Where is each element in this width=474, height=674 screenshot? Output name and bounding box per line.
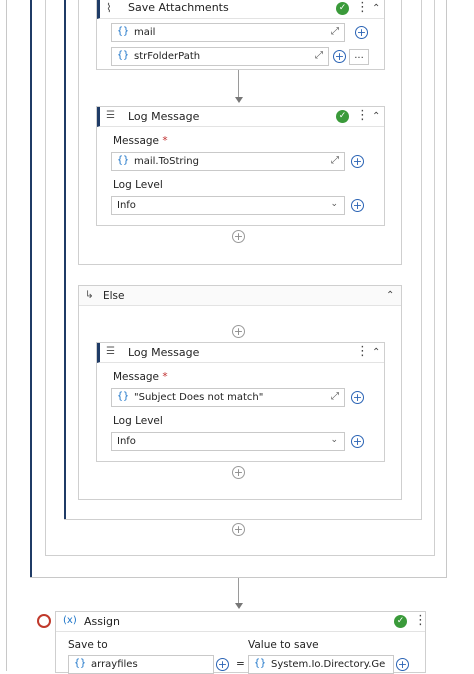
save-attachments-activity[interactable]: ⌇ Save Attachments ✓ ⋮ ⌃ {} mail ⤢ + {} … (96, 0, 385, 70)
valid-check-icon: ✓ (336, 110, 349, 123)
if-scope-bottom (64, 519, 422, 520)
collapse-icon[interactable]: ⌃ (372, 111, 381, 122)
activity-title: Log Message (128, 110, 200, 123)
expression-braces-icon: {} (117, 50, 130, 61)
plus-icon[interactable]: + (351, 199, 364, 212)
kebab-menu-icon[interactable]: ⋮ (356, 0, 369, 15)
then-branch-frame (78, 0, 402, 265)
outer-right-border (446, 0, 447, 578)
expression-braces-icon: {} (74, 658, 87, 669)
paperclip-icon: ⌇ (106, 1, 112, 15)
save-to-field[interactable]: {} arrayfiles (68, 655, 214, 674)
collapse-icon[interactable]: ⌃ (372, 3, 381, 14)
message-field[interactable]: {} "Subject Does not match" ⤢ (111, 388, 345, 407)
else-header[interactable]: ↳ Else ⌃ (79, 286, 401, 306)
assign-activity[interactable]: (x) Assign ✓ ⋮ Save to Value to save {} … (55, 611, 427, 674)
log-message-icon: ☰ (106, 110, 115, 121)
kebab-menu-icon[interactable]: ⋮ (356, 108, 369, 123)
selected-sequence-indicator (30, 0, 32, 578)
add-activity-icon[interactable]: + (232, 230, 245, 243)
outer-container-border (6, 0, 7, 671)
equals-sign: = (236, 658, 245, 670)
inner-sequence-frame (45, 0, 435, 556)
flow-connector (238, 578, 239, 604)
expression-braces-icon: {} (117, 391, 130, 402)
variable-icon: (x) (63, 615, 77, 626)
collapse-icon[interactable]: ⌃ (372, 347, 381, 358)
chevron-down-icon: ⌄ (330, 435, 338, 445)
breakpoint-icon[interactable] (37, 614, 51, 628)
mail-field[interactable]: {} mail ⤢ (111, 23, 345, 42)
folder-path-field[interactable]: {} strFolderPath ⤢ (111, 47, 329, 66)
log-message-header[interactable]: ☰ Log Message ✓ ⋮ ⌃ (97, 107, 384, 127)
value-to-save-label: Value to save (248, 639, 319, 651)
expand-editor-icon[interactable]: ⤢ (315, 50, 323, 61)
message-field[interactable]: {} mail.ToString ⤢ (111, 152, 345, 171)
log-message-header[interactable]: ☰ Log Message ⋮ ⌃ (97, 343, 384, 363)
kebab-menu-icon[interactable]: ⋮ (414, 613, 427, 628)
expand-editor-icon[interactable]: ⤢ (331, 155, 339, 166)
expand-editor-icon[interactable]: ⤢ (331, 26, 339, 37)
log-level-label: Log Level (113, 415, 163, 427)
plus-icon[interactable]: + (216, 658, 229, 671)
log-message-activity-1[interactable]: ☰ Log Message ✓ ⋮ ⌃ Message * {} mail.To… (96, 106, 385, 226)
sequence-bottom-border (30, 577, 447, 578)
valid-check-icon: ✓ (394, 615, 407, 628)
plus-icon[interactable]: + (351, 155, 364, 168)
plus-icon[interactable]: + (396, 658, 409, 671)
activity-title: Save Attachments (128, 1, 229, 14)
assign-header[interactable]: (x) Assign ✓ ⋮ (56, 612, 427, 632)
else-title: Else (103, 290, 125, 302)
add-activity-icon[interactable]: + (232, 325, 245, 338)
if-scope-right (421, 0, 422, 520)
activity-title: Assign (84, 615, 120, 628)
if-scope-indicator (64, 0, 66, 520)
expression-braces-icon: {} (117, 26, 130, 37)
kebab-menu-icon[interactable]: ⋮ (356, 344, 369, 359)
message-label: Message * (113, 135, 168, 147)
plus-icon[interactable]: + (355, 26, 368, 39)
log-level-label: Log Level (113, 179, 163, 191)
chevron-down-icon: ⌄ (330, 199, 338, 209)
plus-icon[interactable]: + (351, 391, 364, 404)
plus-icon[interactable]: + (333, 50, 346, 63)
save-to-label: Save to (68, 639, 108, 651)
expression-braces-icon: {} (254, 658, 267, 669)
log-message-activity-2[interactable]: ☰ Log Message ⋮ ⌃ Message * {} "Subject … (96, 342, 385, 462)
add-activity-icon[interactable]: + (232, 523, 245, 536)
else-arrow-icon: ↳ (85, 289, 94, 301)
log-level-select[interactable]: Info ⌄ (111, 196, 345, 215)
valid-check-icon: ✓ (336, 2, 349, 15)
add-activity-icon[interactable]: + (232, 466, 245, 479)
browse-button[interactable]: ... (349, 49, 369, 65)
collapse-icon[interactable]: ⌃ (386, 290, 395, 301)
save-attachments-header[interactable]: ⌇ Save Attachments ✓ ⋮ ⌃ (97, 0, 384, 19)
flow-arrow (235, 97, 243, 103)
plus-icon[interactable]: + (351, 435, 364, 448)
activity-title: Log Message (128, 346, 200, 359)
message-label: Message * (113, 371, 168, 383)
expand-editor-icon[interactable]: ⤢ (331, 391, 339, 402)
log-level-select[interactable]: Info ⌄ (111, 432, 345, 451)
expression-braces-icon: {} (117, 155, 130, 166)
value-to-save-field[interactable]: {} System.Io.Directory.Ge (248, 655, 394, 674)
log-message-icon: ☰ (106, 346, 115, 357)
else-branch: ↳ Else ⌃ (78, 285, 402, 500)
flow-arrow (235, 603, 243, 609)
flow-connector (238, 70, 239, 98)
